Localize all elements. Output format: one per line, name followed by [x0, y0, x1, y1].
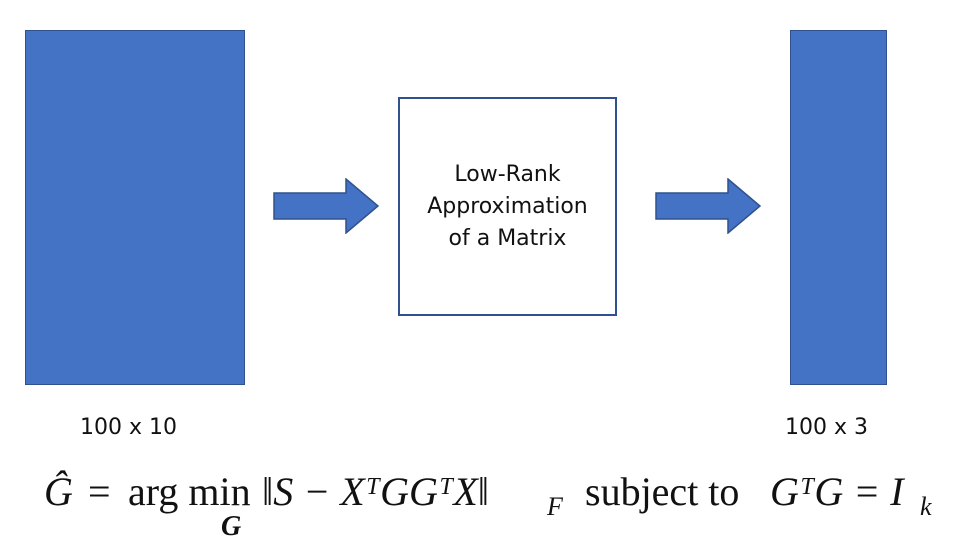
input-matrix-rect — [25, 30, 245, 385]
right-arrow-icon — [273, 178, 379, 234]
frobenius-norm-expression: ‖S − XᵀGGᵀX‖ — [262, 469, 489, 514]
output-matrix-dimension: 100 x 3 — [785, 415, 868, 440]
subject-to-text: subject to — [585, 469, 739, 514]
norm-subscript: F — [546, 492, 564, 521]
right-arrow-shape — [273, 178, 379, 234]
objective-equation: Ĝ = arg min G ‖S − XᵀGGᵀX‖ F subject to … — [44, 469, 932, 542]
process-line-3: of a Matrix — [448, 225, 567, 251]
g-hat-symbol: Ĝ — [44, 469, 73, 514]
constraint-subscript: k — [920, 492, 932, 521]
equals-sign: = — [88, 469, 111, 514]
orthogonality-constraint: GᵀG = I — [770, 469, 905, 514]
argmin-operator: arg min — [128, 469, 251, 514]
output-matrix-rect — [790, 30, 887, 385]
right-arrow-shape — [655, 178, 761, 234]
argmin-subscript: G — [221, 511, 241, 542]
process-line-2: Approximation — [427, 193, 588, 219]
process-line-1: Low-Rank — [454, 161, 561, 187]
input-matrix-dimension: 100 x 10 — [80, 415, 177, 440]
low-rank-approximation-box: Low-Rank Approximation of a Matrix — [398, 97, 617, 316]
process-box-text: Low-Rank Approximation of a Matrix — [427, 159, 588, 255]
right-arrow-icon — [655, 178, 761, 234]
